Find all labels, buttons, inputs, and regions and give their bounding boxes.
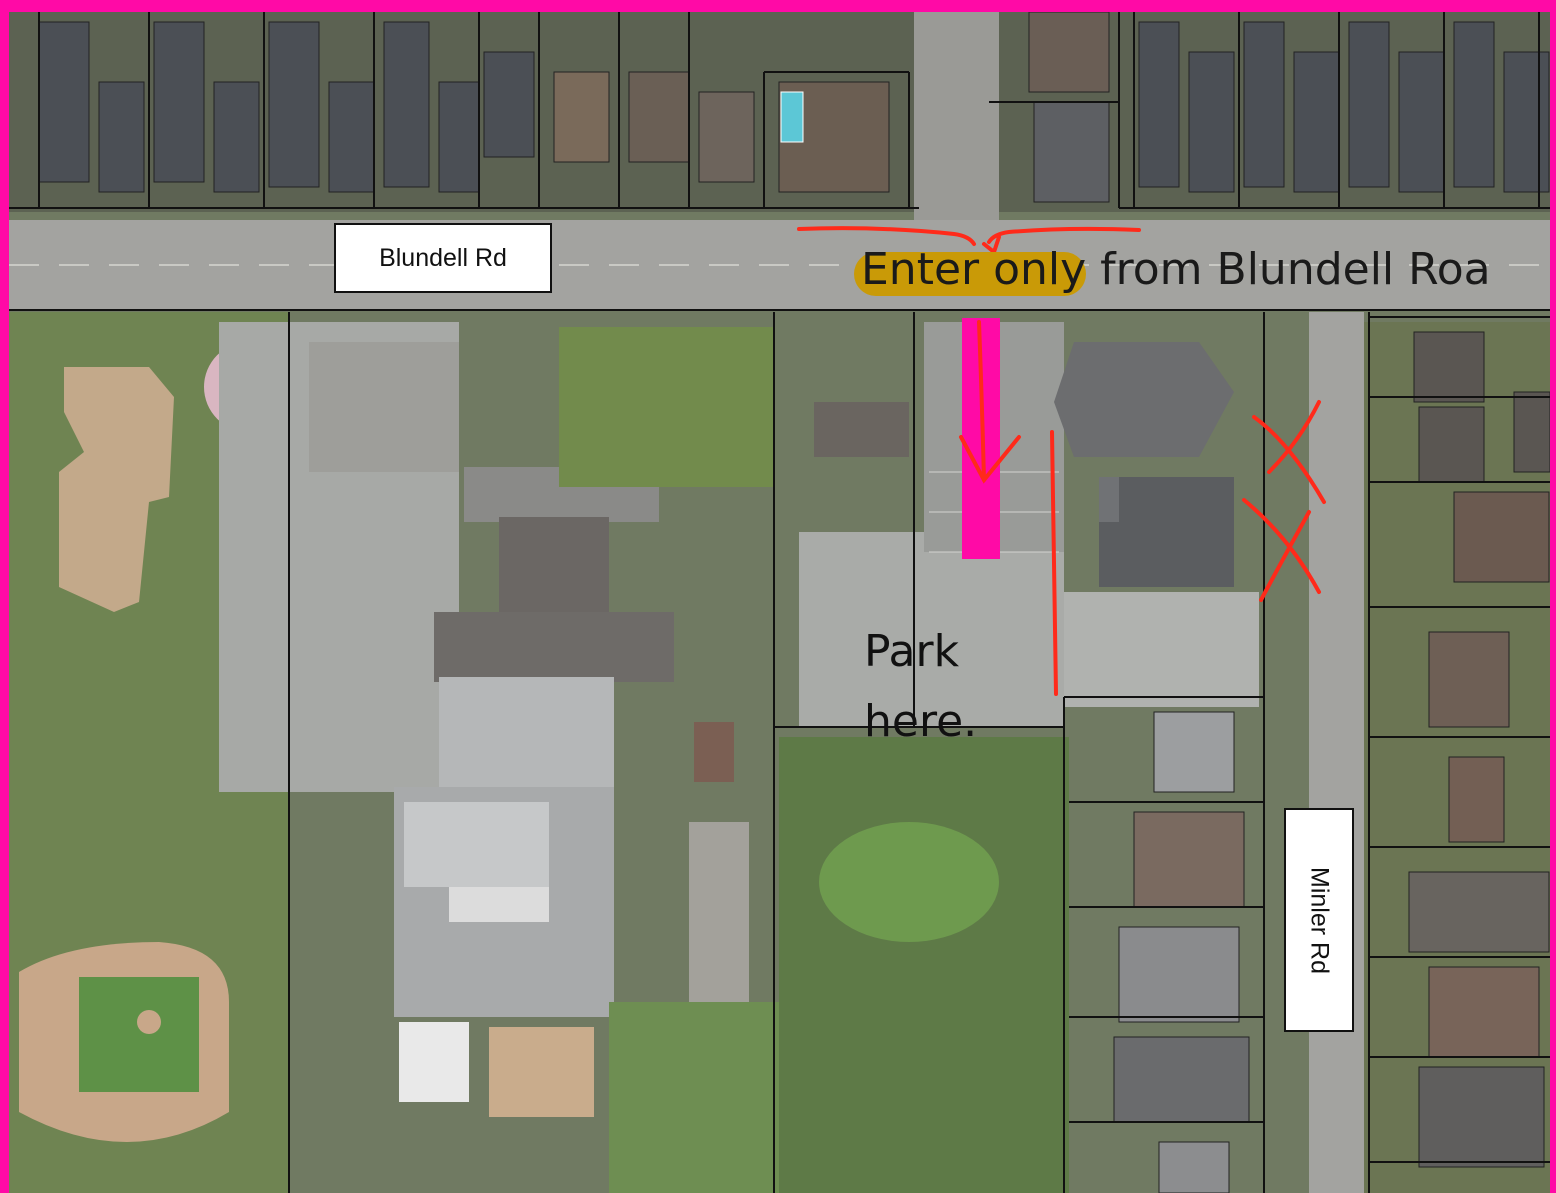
park-here-text: Park here. bbox=[864, 617, 1024, 758]
minler-road bbox=[1309, 312, 1364, 1193]
pool bbox=[780, 91, 804, 143]
small-house bbox=[814, 402, 909, 457]
entry-arrow-top-right bbox=[987, 226, 1141, 244]
playground-sand bbox=[59, 367, 174, 612]
entry-text-highlight bbox=[854, 252, 1086, 296]
aerial-imagery bbox=[9, 12, 1550, 1193]
church-building bbox=[1054, 342, 1234, 587]
park-text-line-1: Park bbox=[864, 626, 960, 677]
blundell-road-label-text: Blundell Rd bbox=[379, 243, 507, 272]
exit-line bbox=[1050, 430, 1058, 696]
house-roofs-right bbox=[1408, 331, 1550, 1168]
aerial-map[interactable]: Enter only from Blundell Roa Blundell Rd… bbox=[9, 12, 1550, 1193]
house-roofs-middle bbox=[1113, 711, 1250, 1193]
school-building bbox=[394, 467, 674, 1017]
park-text-line-2: here. bbox=[864, 696, 978, 748]
blundell-road-label: Blundell Rd bbox=[334, 223, 552, 293]
minler-road-label-text: Minler Rd bbox=[1305, 866, 1334, 974]
entry-instruction-text: Enter only from Blundell Roa bbox=[861, 244, 1491, 295]
house-roofs-top bbox=[38, 12, 1550, 203]
down-arrow-icon bbox=[977, 320, 986, 482]
entry-arrow-top-left bbox=[797, 226, 976, 246]
minler-road-label: Minler Rd bbox=[1284, 808, 1354, 1032]
church-parking bbox=[799, 532, 1064, 727]
